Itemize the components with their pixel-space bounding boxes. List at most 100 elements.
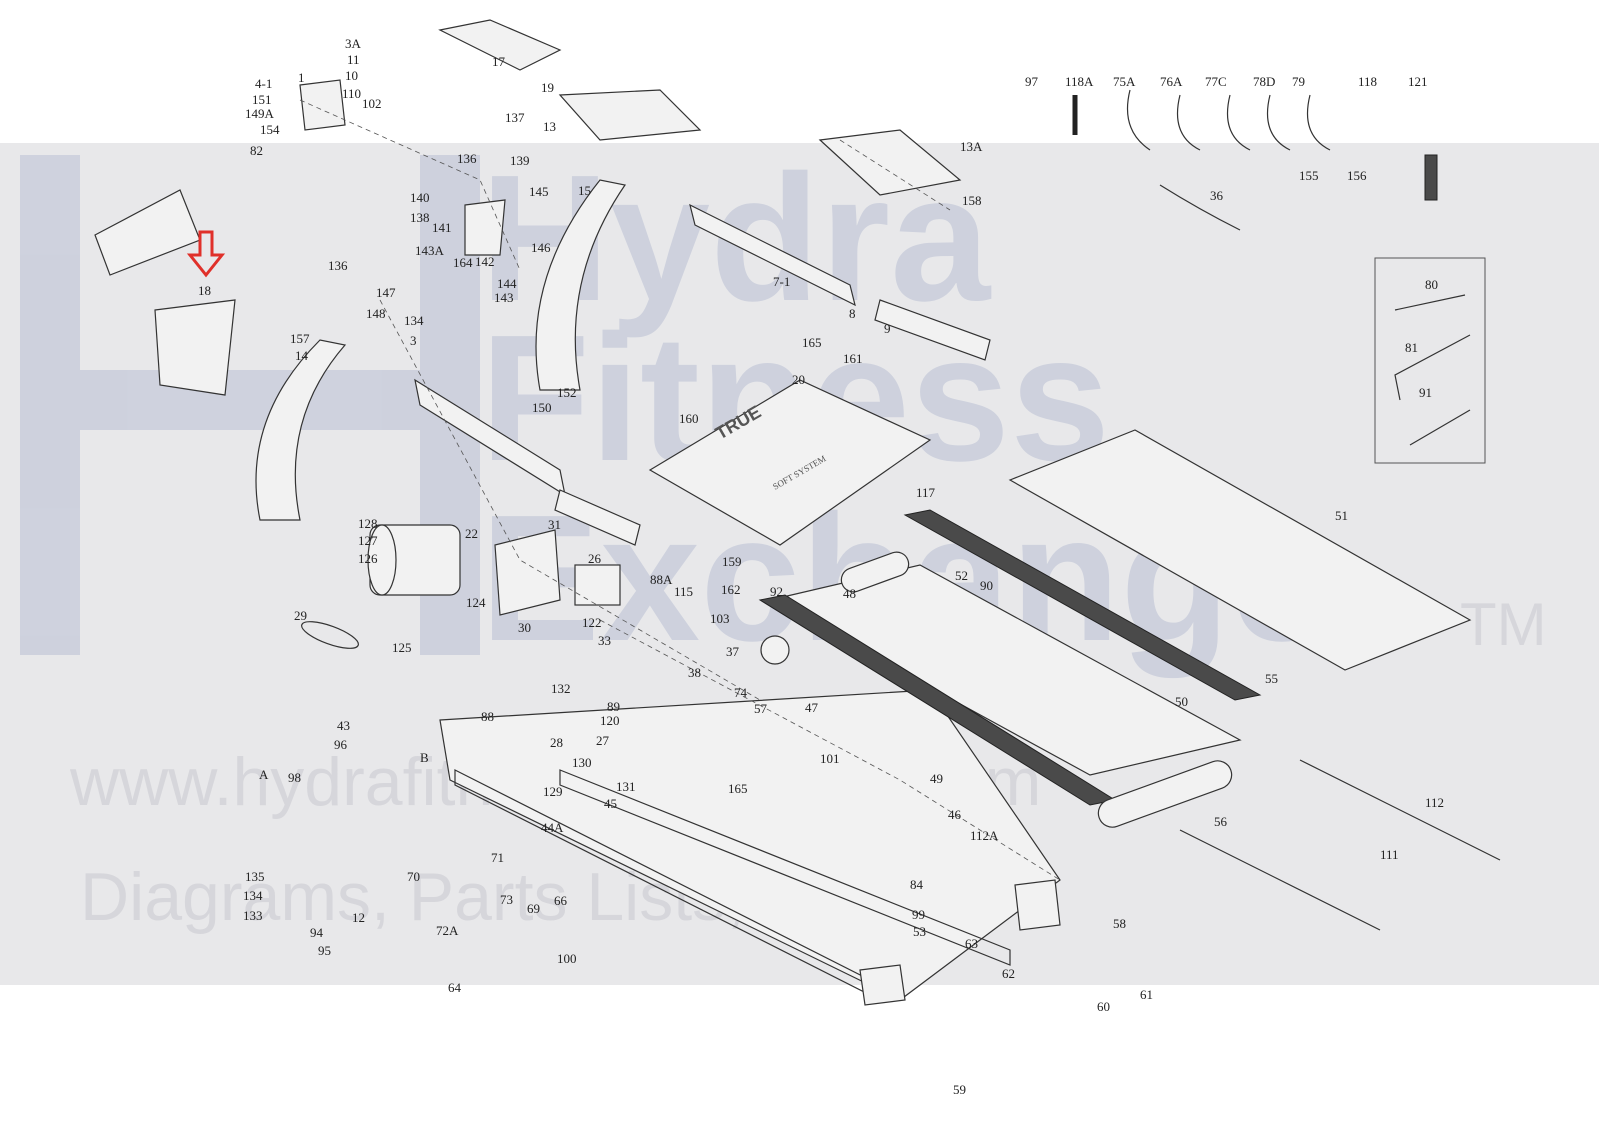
lift-motor bbox=[574, 564, 621, 606]
part-label: 144 bbox=[497, 276, 517, 291]
part-label: 38 bbox=[688, 665, 701, 680]
assembly-line-4 bbox=[839, 139, 951, 211]
part-label: 96 bbox=[334, 737, 348, 752]
part-label: 10 bbox=[345, 68, 358, 83]
part-label: 150 bbox=[532, 400, 552, 415]
part-label: 33 bbox=[598, 633, 611, 648]
console-display bbox=[464, 199, 506, 256]
part-label: 154 bbox=[260, 122, 280, 137]
part-label: B bbox=[420, 750, 429, 765]
part-label: 125 bbox=[392, 640, 412, 655]
console-rear-cover bbox=[558, 89, 702, 141]
base-frame bbox=[439, 689, 1061, 1006]
part-label: 118 bbox=[1358, 74, 1377, 89]
part-label: 139 bbox=[510, 153, 530, 168]
part-label: 36 bbox=[1210, 188, 1224, 203]
part-label: 141 bbox=[432, 220, 452, 235]
part-label: 15 bbox=[578, 183, 591, 198]
part-label: 143 bbox=[494, 290, 514, 305]
part-label: 82 bbox=[250, 143, 263, 158]
frame-end-block bbox=[1014, 879, 1061, 931]
part-label: 88A bbox=[650, 572, 673, 587]
assembly-lines bbox=[299, 99, 1061, 881]
part-label: 91 bbox=[1419, 385, 1432, 400]
part-label: 149A bbox=[245, 106, 275, 121]
part-label: 164 bbox=[453, 255, 473, 270]
part-label: 14 bbox=[295, 348, 309, 363]
part-label: 31 bbox=[548, 517, 561, 532]
part-label: 134 bbox=[404, 313, 424, 328]
drive-belt bbox=[301, 621, 359, 649]
part-label: 157 bbox=[290, 331, 310, 346]
part-label: 136 bbox=[328, 258, 348, 273]
assembly-line-1 bbox=[299, 99, 521, 271]
part-label: 7-1 bbox=[773, 274, 790, 289]
part-label: 160 bbox=[679, 411, 699, 426]
upright-right bbox=[535, 179, 627, 391]
hood-shell bbox=[648, 379, 932, 546]
part-label: 59 bbox=[953, 1082, 966, 1097]
upright-left bbox=[255, 339, 347, 521]
part-label: 101 bbox=[820, 751, 840, 766]
part-label: 49 bbox=[930, 771, 943, 786]
part-18-cover bbox=[154, 299, 236, 396]
part-label: 22 bbox=[465, 526, 478, 541]
part-label: 80 bbox=[1425, 277, 1438, 292]
front-roller bbox=[1097, 760, 1233, 828]
part-label: 11 bbox=[347, 52, 360, 67]
part-label: 71 bbox=[491, 850, 504, 865]
part-label: 64 bbox=[448, 980, 462, 995]
part-label: 3A bbox=[345, 36, 362, 51]
part-label: A bbox=[259, 767, 269, 782]
part-label: 156 bbox=[1347, 168, 1367, 183]
part-label: 111 bbox=[1380, 847, 1399, 862]
part-label: 159 bbox=[722, 554, 742, 569]
part-label: 72A bbox=[436, 923, 459, 938]
part-label: 138 bbox=[410, 210, 430, 225]
part-label: 13A bbox=[960, 139, 983, 154]
deck-assembly bbox=[758, 429, 1501, 931]
part-label: 30 bbox=[518, 620, 531, 635]
part-label: 100 bbox=[557, 951, 577, 966]
part-label: 69 bbox=[527, 901, 540, 916]
part-label: 13 bbox=[543, 119, 556, 134]
cable-set bbox=[1072, 89, 1438, 231]
handrail-grip-2 bbox=[554, 489, 641, 546]
part-label: 127 bbox=[358, 533, 378, 548]
cable-78d bbox=[1266, 94, 1291, 151]
part-label: 78D bbox=[1253, 74, 1275, 89]
part-label: 29 bbox=[294, 608, 307, 623]
part-label: 28 bbox=[550, 735, 563, 750]
part-label: 145 bbox=[529, 184, 549, 199]
assembly-line-2 bbox=[379, 299, 761, 701]
wrench-icon bbox=[1394, 294, 1466, 311]
part-label: 155 bbox=[1299, 168, 1319, 183]
cable-79 bbox=[1306, 94, 1331, 151]
part-label: 60 bbox=[1097, 999, 1110, 1014]
part-label: 99 bbox=[912, 907, 925, 922]
part-label: 137 bbox=[505, 110, 525, 125]
part-label: 117 bbox=[916, 485, 936, 500]
part-label: 142 bbox=[475, 254, 495, 269]
part-label: 147 bbox=[376, 285, 396, 300]
drive-assembly bbox=[301, 524, 621, 649]
part-label: 20 bbox=[792, 372, 805, 387]
part-label: 95 bbox=[318, 943, 331, 958]
watermark-logo-cross bbox=[20, 370, 480, 430]
console-bracket bbox=[299, 79, 346, 131]
part-label: 161 bbox=[843, 351, 863, 366]
part-label: 131 bbox=[616, 779, 636, 794]
part-label: 133 bbox=[243, 908, 263, 923]
part-label: 56 bbox=[1214, 814, 1228, 829]
highlighted-part-label: 18 bbox=[198, 283, 211, 298]
cable-77c bbox=[1226, 94, 1251, 151]
part-label: 66 bbox=[554, 893, 568, 908]
part-label: 115 bbox=[674, 584, 693, 599]
part-label: 62 bbox=[1002, 966, 1015, 981]
part-label: 27 bbox=[596, 733, 610, 748]
motor-controller bbox=[494, 529, 561, 616]
part-label: 26 bbox=[588, 551, 602, 566]
part-label: 1 bbox=[298, 70, 305, 85]
part-label: 48 bbox=[843, 586, 856, 601]
